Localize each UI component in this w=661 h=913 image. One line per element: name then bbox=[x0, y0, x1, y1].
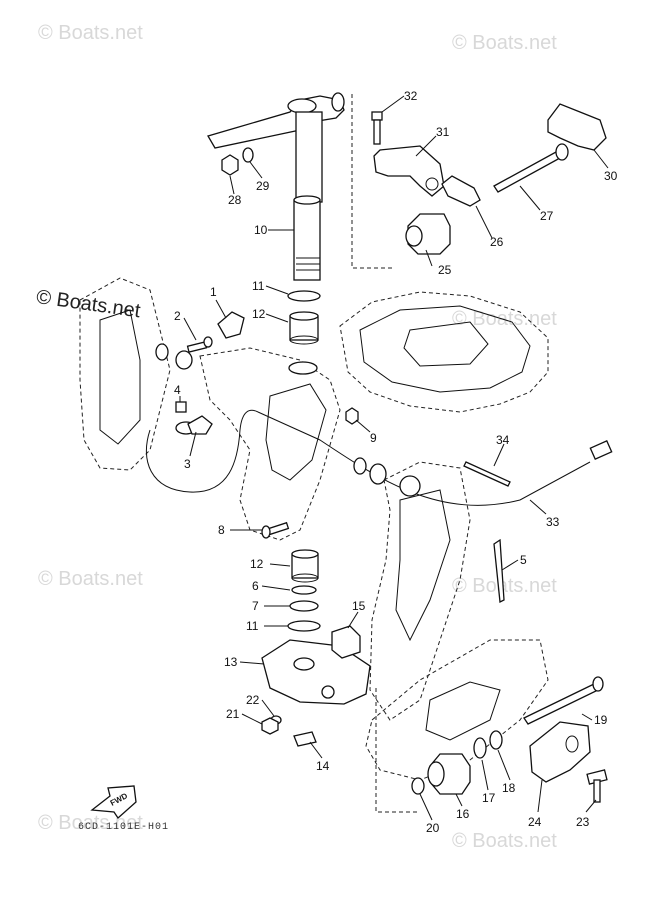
nut-28 bbox=[221, 154, 239, 176]
callout-6: 6 bbox=[252, 579, 259, 593]
o-ring-6 bbox=[291, 585, 317, 595]
callout-27: 27 bbox=[540, 209, 554, 223]
washer-7 bbox=[289, 600, 319, 612]
callout-13: 13 bbox=[224, 655, 238, 669]
cable-33 bbox=[145, 409, 613, 506]
callout-3: 3 bbox=[184, 457, 191, 471]
diagram-code: 6CD-1101E-H01 bbox=[78, 822, 170, 833]
callout-20: 20 bbox=[426, 821, 440, 835]
bracket-24 bbox=[529, 721, 591, 783]
watermark-mid-left: © Boats.net bbox=[38, 568, 143, 590]
mount-rubber-25 bbox=[405, 213, 451, 255]
callout-33: 33 bbox=[546, 515, 560, 529]
bushing-left bbox=[155, 343, 169, 361]
dashed-leader-bottom bbox=[375, 688, 418, 813]
clamp-bracket-center bbox=[199, 347, 341, 541]
callout-5: 5 bbox=[520, 553, 527, 567]
callout-12-upper: 12 bbox=[252, 307, 266, 321]
callout-32: 32 bbox=[404, 89, 418, 103]
collar-a bbox=[353, 457, 367, 475]
bolt-32 bbox=[371, 111, 383, 145]
callout-numbers: 32 31 30 27 26 25 10 29 28 11 12 1 2 4 3… bbox=[174, 89, 618, 835]
watermark-mid-right-2: © Boats.net bbox=[452, 575, 557, 597]
watermark-mid-right: © Boats.net bbox=[452, 308, 557, 330]
steering-arm bbox=[207, 92, 345, 149]
callout-19: 19 bbox=[594, 713, 608, 727]
callout-28: 28 bbox=[228, 193, 242, 207]
collar-c bbox=[399, 475, 421, 497]
callout-17: 17 bbox=[482, 791, 496, 805]
callout-11-lower: 11 bbox=[246, 619, 259, 633]
callout-34: 34 bbox=[496, 433, 510, 447]
screw-4 bbox=[175, 401, 187, 413]
callout-23: 23 bbox=[576, 815, 590, 829]
nut-21 bbox=[261, 717, 279, 735]
nut-9 bbox=[345, 407, 359, 425]
upper-casing bbox=[365, 461, 549, 781]
upper-mount-bracket-31 bbox=[373, 145, 445, 197]
clamp-5 bbox=[493, 538, 505, 604]
collar-b bbox=[369, 463, 387, 485]
watermark-top-left: © Boats.net bbox=[38, 22, 143, 44]
leader-lines bbox=[179, 95, 609, 821]
callout-31: 31 bbox=[436, 125, 450, 139]
watermark-bottom-left: © Boats.net bbox=[38, 812, 143, 834]
steering-shaft bbox=[293, 111, 323, 281]
callout-25: 25 bbox=[438, 263, 452, 277]
cap-30 bbox=[547, 103, 607, 151]
cable-tie-34 bbox=[463, 461, 511, 487]
washer-17 bbox=[473, 737, 487, 759]
bushing-12-lower bbox=[291, 549, 319, 583]
ring-11-lower bbox=[287, 620, 321, 632]
watermark-bottom-right: © Boats.net bbox=[452, 830, 557, 852]
holder-3 bbox=[187, 415, 213, 435]
callout-12-lower: 12 bbox=[250, 557, 264, 571]
screw-8 bbox=[261, 521, 290, 539]
washer-18 bbox=[489, 730, 503, 750]
clip-1 bbox=[217, 311, 245, 339]
fwd-arrow-icon: FWD bbox=[90, 785, 137, 819]
through-bolt-27 bbox=[493, 143, 569, 193]
bushing-left-2 bbox=[175, 350, 193, 370]
washer-20 bbox=[411, 777, 425, 795]
callout-21: 21 bbox=[226, 707, 240, 721]
swivel-bracket bbox=[79, 277, 171, 471]
callout-10: 10 bbox=[254, 223, 268, 237]
callout-1: 1 bbox=[210, 285, 217, 299]
stopper-15 bbox=[331, 625, 361, 659]
callout-29: 29 bbox=[256, 179, 270, 193]
engine-base bbox=[339, 291, 549, 413]
callout-11-upper: 11 bbox=[252, 279, 265, 293]
bolt-23 bbox=[586, 769, 608, 803]
watermark-top-right: © Boats.net bbox=[452, 32, 557, 54]
callout-2: 2 bbox=[174, 309, 181, 323]
screw-2 bbox=[186, 336, 213, 353]
mount-rubber-16 bbox=[427, 753, 471, 795]
bolt-19 bbox=[523, 676, 604, 725]
callout-7: 7 bbox=[252, 599, 259, 613]
washer-29 bbox=[242, 147, 254, 163]
callout-14: 14 bbox=[316, 759, 330, 773]
bushing-12-upper bbox=[289, 311, 319, 345]
dashed-leader-top bbox=[351, 94, 392, 269]
plate-26 bbox=[441, 175, 481, 207]
callout-4: 4 bbox=[174, 383, 181, 397]
callout-9: 9 bbox=[370, 431, 377, 445]
callout-22: 22 bbox=[246, 693, 260, 707]
ring-11-upper bbox=[287, 290, 321, 302]
clip-14 bbox=[293, 731, 317, 747]
callout-26: 26 bbox=[490, 235, 504, 249]
callout-18: 18 bbox=[502, 781, 516, 795]
callout-24: 24 bbox=[528, 815, 542, 829]
callout-8: 8 bbox=[218, 523, 225, 537]
callout-30: 30 bbox=[604, 169, 618, 183]
callout-16: 16 bbox=[456, 807, 470, 821]
callout-15: 15 bbox=[352, 599, 366, 613]
